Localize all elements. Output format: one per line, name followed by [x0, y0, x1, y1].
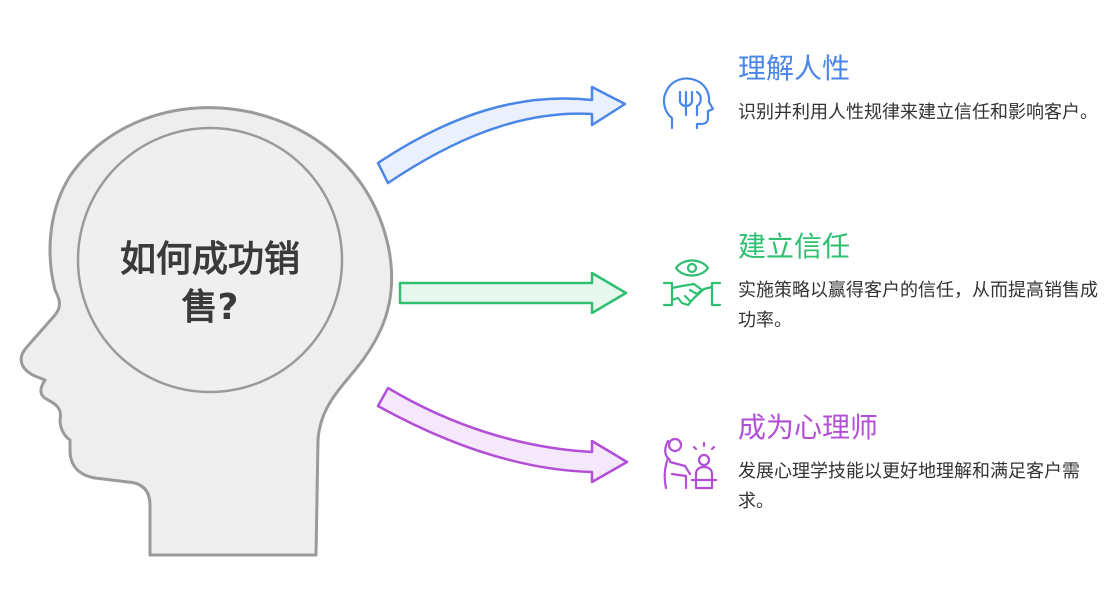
item-title: 理解人性: [738, 52, 851, 85]
central-question-line-2: 售?: [181, 287, 239, 328]
arrow-build-trust: [398, 271, 628, 315]
item-build-trust: 建立信任 实施策略以赢得客户的信任，从而提高销售成功率。: [738, 229, 1108, 336]
central-question-line-1: 如何成功销: [119, 239, 300, 280]
head-brain-icon: [662, 77, 715, 130]
item-description: 识别并利用人性规律来建立信任和影响客户。: [738, 102, 1098, 123]
eye-handshake-icon: [662, 259, 722, 307]
item-understand-human-nature: 理解人性 识别并利用人性规律来建立信任和影响客户。: [738, 51, 1108, 128]
arrow-become-psychologist: [376, 386, 629, 484]
item-title: 建立信任: [738, 230, 851, 263]
item-title: 成为心理师: [738, 411, 879, 444]
central-question: 如何成功销 售?: [95, 236, 325, 332]
item-description: 实施策略以赢得客户的信任，从而提高销售成功率。: [738, 280, 1098, 331]
arrow-understand-human-nature: [376, 85, 627, 185]
item-description: 发展心理学技能以更好地理解和满足客户需求。: [738, 461, 1080, 512]
brain-circle: [76, 126, 344, 394]
therapist-session-icon: [663, 437, 718, 490]
item-become-psychologist: 成为心理师 发展心理学技能以更好地理解和满足客户需求。: [738, 410, 1108, 517]
